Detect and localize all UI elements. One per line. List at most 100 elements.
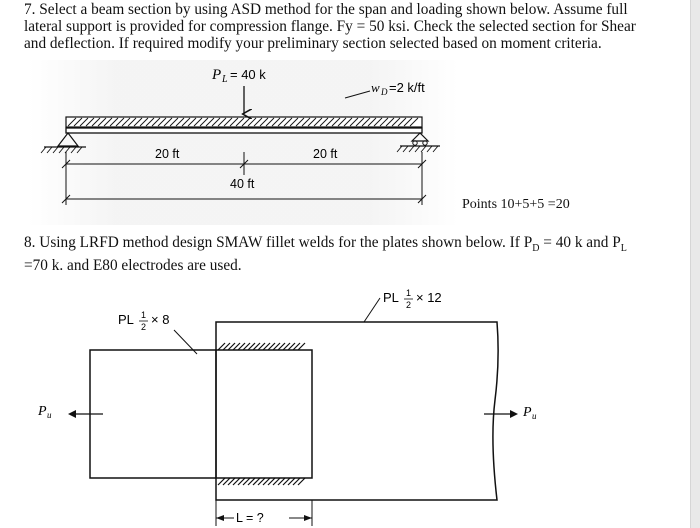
hatch-line bbox=[227, 477, 236, 486]
hatch-line bbox=[187, 117, 197, 127]
hatch-line bbox=[361, 117, 371, 127]
hatch-line bbox=[73, 117, 83, 127]
page-edge bbox=[690, 0, 700, 528]
hatch-line bbox=[283, 117, 293, 127]
hatch-line bbox=[193, 117, 203, 127]
hatch-line bbox=[379, 117, 389, 127]
q8-text-part1: 8. Using LRFD method design SMAW fillet … bbox=[24, 234, 533, 251]
pin-support-left bbox=[40, 132, 86, 154]
hatch-line bbox=[343, 117, 353, 127]
hatch-line bbox=[373, 117, 383, 127]
fillet-weld-top bbox=[217, 342, 306, 351]
hatch-line bbox=[67, 117, 77, 127]
hatch-line bbox=[217, 342, 226, 351]
hatch-line bbox=[222, 342, 231, 351]
hatch-line bbox=[211, 117, 221, 127]
point-load-value: = 40 k bbox=[230, 67, 266, 82]
hatch-line bbox=[355, 117, 365, 127]
length-dimension bbox=[215, 500, 313, 526]
hatch-line bbox=[262, 477, 271, 486]
beam-diagram: P L = 40 k w D =2 k/ft 20 ft 20 ft 40 ft bbox=[40, 67, 440, 205]
hatch-line bbox=[157, 117, 167, 127]
dimension-total-40ft: 40 ft bbox=[230, 177, 255, 191]
small-plate-frac-den: 2 bbox=[141, 322, 146, 332]
hatch-line bbox=[259, 117, 269, 127]
point-load-sub: L bbox=[221, 74, 228, 85]
question-8-text: 8. Using LRFD method design SMAW fillet … bbox=[24, 234, 656, 274]
dimension-lines bbox=[61, 152, 427, 205]
hatch-line bbox=[253, 117, 263, 127]
hatch-line bbox=[133, 117, 143, 127]
hatch-line bbox=[272, 342, 281, 351]
distributed-load-symbol: w bbox=[371, 80, 380, 95]
roller-support-right bbox=[396, 132, 440, 153]
hatch-line bbox=[301, 117, 311, 127]
hatch-line bbox=[267, 342, 276, 351]
hatch-line bbox=[85, 117, 95, 127]
distributed-load-value: =2 k/ft bbox=[389, 80, 425, 95]
hatch-line bbox=[109, 117, 119, 127]
hatch-line bbox=[181, 117, 191, 127]
dimension-right-20ft: 20 ft bbox=[313, 147, 338, 161]
hatch-line bbox=[409, 117, 419, 127]
hatch-line bbox=[237, 342, 246, 351]
hatch-line bbox=[242, 342, 251, 351]
hatch-line bbox=[337, 117, 347, 127]
hatch-line bbox=[331, 117, 341, 127]
hatch-line bbox=[297, 342, 306, 351]
points-note: Points 10+5+5 =20 bbox=[462, 197, 570, 212]
force-arrow-right-head bbox=[510, 410, 518, 418]
dimension-left-20ft: 20 ft bbox=[155, 147, 180, 161]
small-plate-label-dim: × 8 bbox=[151, 312, 169, 327]
force-label-right: P bbox=[522, 405, 532, 420]
hatch-line bbox=[232, 342, 241, 351]
fillet-weld-bottom bbox=[217, 477, 306, 486]
hatch-line bbox=[247, 117, 257, 127]
q8-text-part2: = 40 k and P bbox=[539, 234, 621, 251]
hatch-line bbox=[272, 477, 281, 486]
hatch-line bbox=[217, 117, 227, 127]
hatch-line bbox=[247, 342, 256, 351]
hatch-line bbox=[267, 477, 276, 486]
hatch-line bbox=[139, 117, 149, 127]
hatch-line bbox=[257, 477, 266, 486]
large-plate-frac-num: 1 bbox=[406, 288, 411, 298]
hatch-line bbox=[169, 117, 179, 127]
hatch-line bbox=[242, 477, 251, 486]
hatch-line bbox=[223, 117, 233, 127]
distributed-load-sub: D bbox=[380, 87, 388, 97]
scan-background-smudge bbox=[28, 60, 458, 225]
hatch-line bbox=[79, 117, 89, 127]
distributed-load-leader bbox=[344, 90, 371, 99]
hatch-line bbox=[313, 117, 323, 127]
hatch-line bbox=[232, 477, 241, 486]
hatch-line bbox=[103, 117, 113, 127]
hatch-line bbox=[282, 477, 291, 486]
hatch-line bbox=[241, 117, 251, 127]
hatch-line bbox=[292, 342, 301, 351]
hatch-line bbox=[265, 117, 275, 127]
force-label-left-sub: u bbox=[47, 410, 52, 420]
hatch-line bbox=[257, 342, 266, 351]
hatch-line bbox=[391, 117, 401, 127]
hatch-line bbox=[385, 117, 395, 127]
hatch-line bbox=[127, 117, 137, 127]
hatch-line bbox=[237, 477, 246, 486]
hatch-line bbox=[97, 117, 107, 127]
hatch-line bbox=[282, 342, 291, 351]
hatch-line bbox=[289, 117, 299, 127]
large-plate bbox=[215, 321, 499, 501]
hatch-line bbox=[235, 117, 245, 127]
hatch-line bbox=[277, 117, 287, 127]
hatch-line bbox=[397, 117, 407, 127]
hatch-line bbox=[91, 117, 101, 127]
large-plate-frac-den: 2 bbox=[406, 300, 411, 310]
point-load-symbol: P bbox=[211, 67, 221, 83]
hatch-line bbox=[271, 117, 281, 127]
hatch-line bbox=[277, 342, 286, 351]
hatch-line bbox=[199, 117, 209, 127]
hatch-line bbox=[151, 117, 161, 127]
overlap-region bbox=[215, 349, 313, 479]
hatch-line bbox=[367, 117, 377, 127]
hatch-line bbox=[349, 117, 359, 127]
